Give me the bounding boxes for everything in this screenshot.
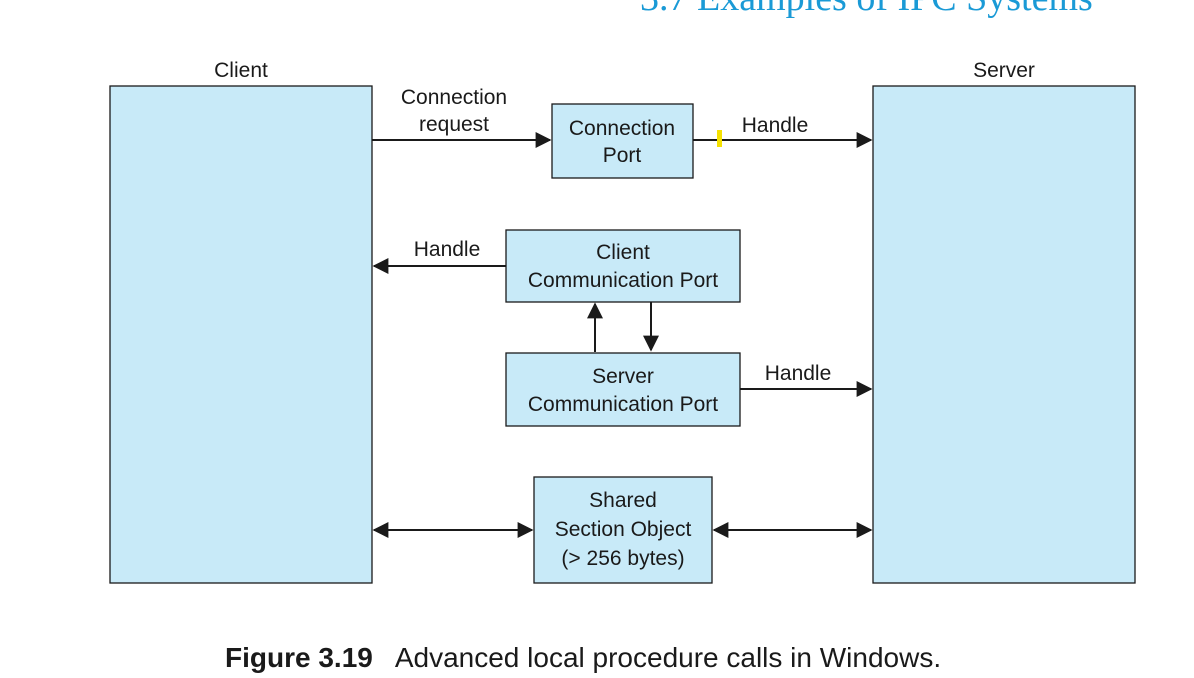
connection-port-label-line1: Connection (569, 117, 675, 140)
connection-port-label-line2: Port (603, 144, 642, 167)
server-communication-port-box (505, 352, 741, 427)
shared-section-label-line2: Section Object (555, 518, 692, 541)
handle-top-label: Handle (742, 114, 809, 137)
connection-request-label-line2: request (419, 113, 489, 136)
handle-server-label: Handle (765, 362, 832, 385)
connection-request-label-line1: Connection (401, 86, 507, 109)
server-label: Server (973, 59, 1035, 82)
client-comm-port-label-line2: Communication Port (528, 269, 718, 292)
server-comm-port-label-line1: Server (592, 365, 654, 388)
connection-port-box (551, 103, 694, 179)
shared-section-label-line3: (> 256 bytes) (561, 547, 684, 570)
highlight-mark (717, 130, 722, 147)
client-box (109, 85, 373, 584)
handle-client-label: Handle (414, 238, 481, 261)
shared-section-object-box (533, 476, 713, 584)
figure-caption: Figure 3.19 Advanced local procedure call… (225, 642, 941, 674)
client-comm-port-label-line1: Client (596, 241, 650, 264)
server-comm-port-label-line2: Communication Port (528, 393, 718, 416)
figure-number: Figure 3.19 (225, 642, 373, 673)
server-box (872, 85, 1136, 584)
figure-caption-text: Advanced local procedure calls in Window… (394, 642, 942, 673)
page-header-fragment: 3.7 Examples of IPC Systems (640, 0, 1093, 20)
client-label: Client (214, 59, 268, 82)
alpc-diagram: Client Server Connection request Connect… (109, 59, 1136, 584)
shared-section-label-line1: Shared (589, 489, 657, 512)
